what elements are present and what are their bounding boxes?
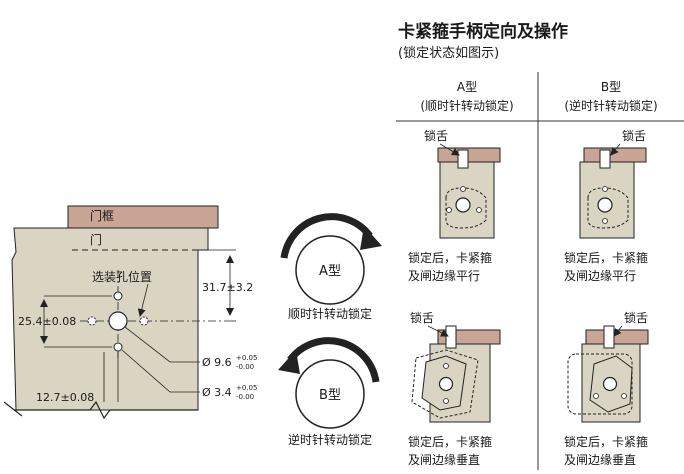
- small-hole-dim: Ø 3.4: [202, 386, 232, 399]
- break-mark: [3, 401, 23, 417]
- small-hole-leader: [121, 349, 200, 393]
- rotation-b: B型 逆时针转动锁定: [278, 337, 380, 447]
- door-label: 门: [90, 232, 102, 247]
- page-subtitle: (锁定状态如图示): [398, 45, 499, 61]
- clamp-hole: [455, 197, 471, 213]
- optional-hole-top: [113, 291, 123, 301]
- break-line-bottom: [14, 400, 198, 420]
- page-title: 卡紧箍手柄定向及操作: [398, 21, 568, 42]
- clamp-pin-left: [593, 393, 599, 399]
- latch-tongue: [603, 325, 615, 349]
- panel-a-parallel: 锁舌 锁定后，卡紧箍 及闸边缘平行: [408, 128, 501, 283]
- latch-tongue: [445, 325, 457, 349]
- large-hole: [108, 311, 128, 331]
- clockwise-arrow-arc: [280, 213, 373, 259]
- type-b-name: B型: [601, 80, 621, 94]
- clamp-outline: [411, 349, 479, 419]
- small-hole-tol-up: +0.05: [236, 384, 257, 392]
- clamp-hole: [597, 197, 613, 213]
- clamp-pin-left: [446, 207, 452, 213]
- rotation-a-circle: [295, 235, 365, 305]
- rotation-a-badge: A型: [319, 264, 341, 279]
- rotation-a: A型 顺时针转动锁定: [280, 213, 382, 321]
- latch-label: 锁舌: [622, 128, 646, 143]
- clamp-pin-bottom: [602, 218, 608, 224]
- rotation-b-badge: B型: [319, 388, 341, 403]
- latch-label: 锁舌: [624, 310, 648, 325]
- parallel-caption-1: 锁定后，卡紧箍: [564, 250, 648, 265]
- large-hole-tol-dn: -0.00: [236, 363, 254, 371]
- type-a-name: A型: [457, 80, 477, 94]
- panel-b-parallel: 锁舌 锁定后，卡紧箍 及闸边缘平行: [564, 128, 648, 283]
- clockwise-arrow-head: [360, 226, 382, 250]
- type-b-desc: (逆时针转动锁定): [564, 98, 657, 113]
- clamp-pin-right: [621, 393, 627, 399]
- clamp-pin-right: [476, 207, 482, 213]
- dim-12-7: 12.7±0.08: [36, 391, 94, 404]
- clamp-outline: [567, 353, 633, 415]
- perpendicular-caption-2: 及闸边缘垂直: [408, 453, 480, 467]
- perpendicular-caption-2: 及闸边缘垂直: [564, 453, 636, 467]
- parallel-caption-2: 及闸边缘平行: [564, 269, 636, 283]
- perpendicular-caption-1: 锁定后，卡紧箍: [408, 434, 492, 449]
- large-hole-tol-up: +0.05: [236, 354, 257, 362]
- mount-hole-label: 选装孔位置: [92, 269, 152, 284]
- rotation-a-caption: 顺时针转动锁定: [288, 306, 372, 321]
- optional-hole-left: [87, 316, 97, 326]
- latch-leader: [427, 325, 449, 337]
- clamp-outline: [445, 187, 487, 229]
- clamp-pin: [443, 363, 449, 369]
- type-a-desc: (顺时针转动锁定): [420, 98, 513, 113]
- clamp-pin: [460, 186, 466, 192]
- latch-leader: [439, 143, 460, 156]
- panel-b-perpendicular: 锁舌 锁定后，卡紧箍 及闸边缘垂直: [564, 310, 649, 467]
- small-hole-tol-dn: -0.00: [236, 393, 254, 401]
- frame-strip: [437, 147, 501, 163]
- counterclockwise-arrow-head: [278, 350, 300, 374]
- parallel-caption-1: 锁定后，卡紧箍: [408, 250, 492, 265]
- door-frame-label: 门框: [90, 208, 114, 223]
- optional-hole-right: [139, 316, 149, 326]
- large-hole-dim: Ø 9.6: [202, 356, 232, 369]
- latch-label: 锁舌: [424, 128, 448, 143]
- clamp-pin: [602, 186, 608, 192]
- dim-25-4: 25.4±0.08: [18, 315, 76, 328]
- clamp-outline: [587, 187, 629, 229]
- counterclockwise-arrow-arc: [287, 337, 380, 383]
- parallel-caption-2: 及闸边缘平行: [408, 269, 480, 283]
- large-hole-leader: [124, 326, 200, 363]
- latch-tongue: [457, 149, 469, 169]
- latch-leader: [613, 325, 623, 337]
- dim-31-7: 31.7±3.2: [202, 281, 253, 294]
- clamp-hole: [438, 376, 454, 392]
- latch-label: 锁舌: [410, 310, 434, 325]
- latch-leader: [610, 143, 621, 156]
- clamp-pin-bottom: [443, 398, 449, 404]
- door-drawing: 门框 门 选装孔位置 31.7±3.2 25.4±0.08 12.7±0.08 …: [3, 205, 257, 420]
- mount-hole-leader: [137, 283, 149, 317]
- latch-tongue: [599, 149, 611, 169]
- perpendicular-caption-1: 锁定后，卡紧箍: [564, 434, 648, 449]
- panel-a-perpendicular: 锁舌 锁定后，卡紧箍 及闸边缘垂直: [408, 310, 501, 467]
- clamp-hole: [602, 376, 618, 392]
- rotation-b-caption: 逆时针转动锁定: [288, 432, 372, 447]
- rotation-b-circle: [295, 359, 365, 429]
- small-hole-bottom: [113, 342, 123, 352]
